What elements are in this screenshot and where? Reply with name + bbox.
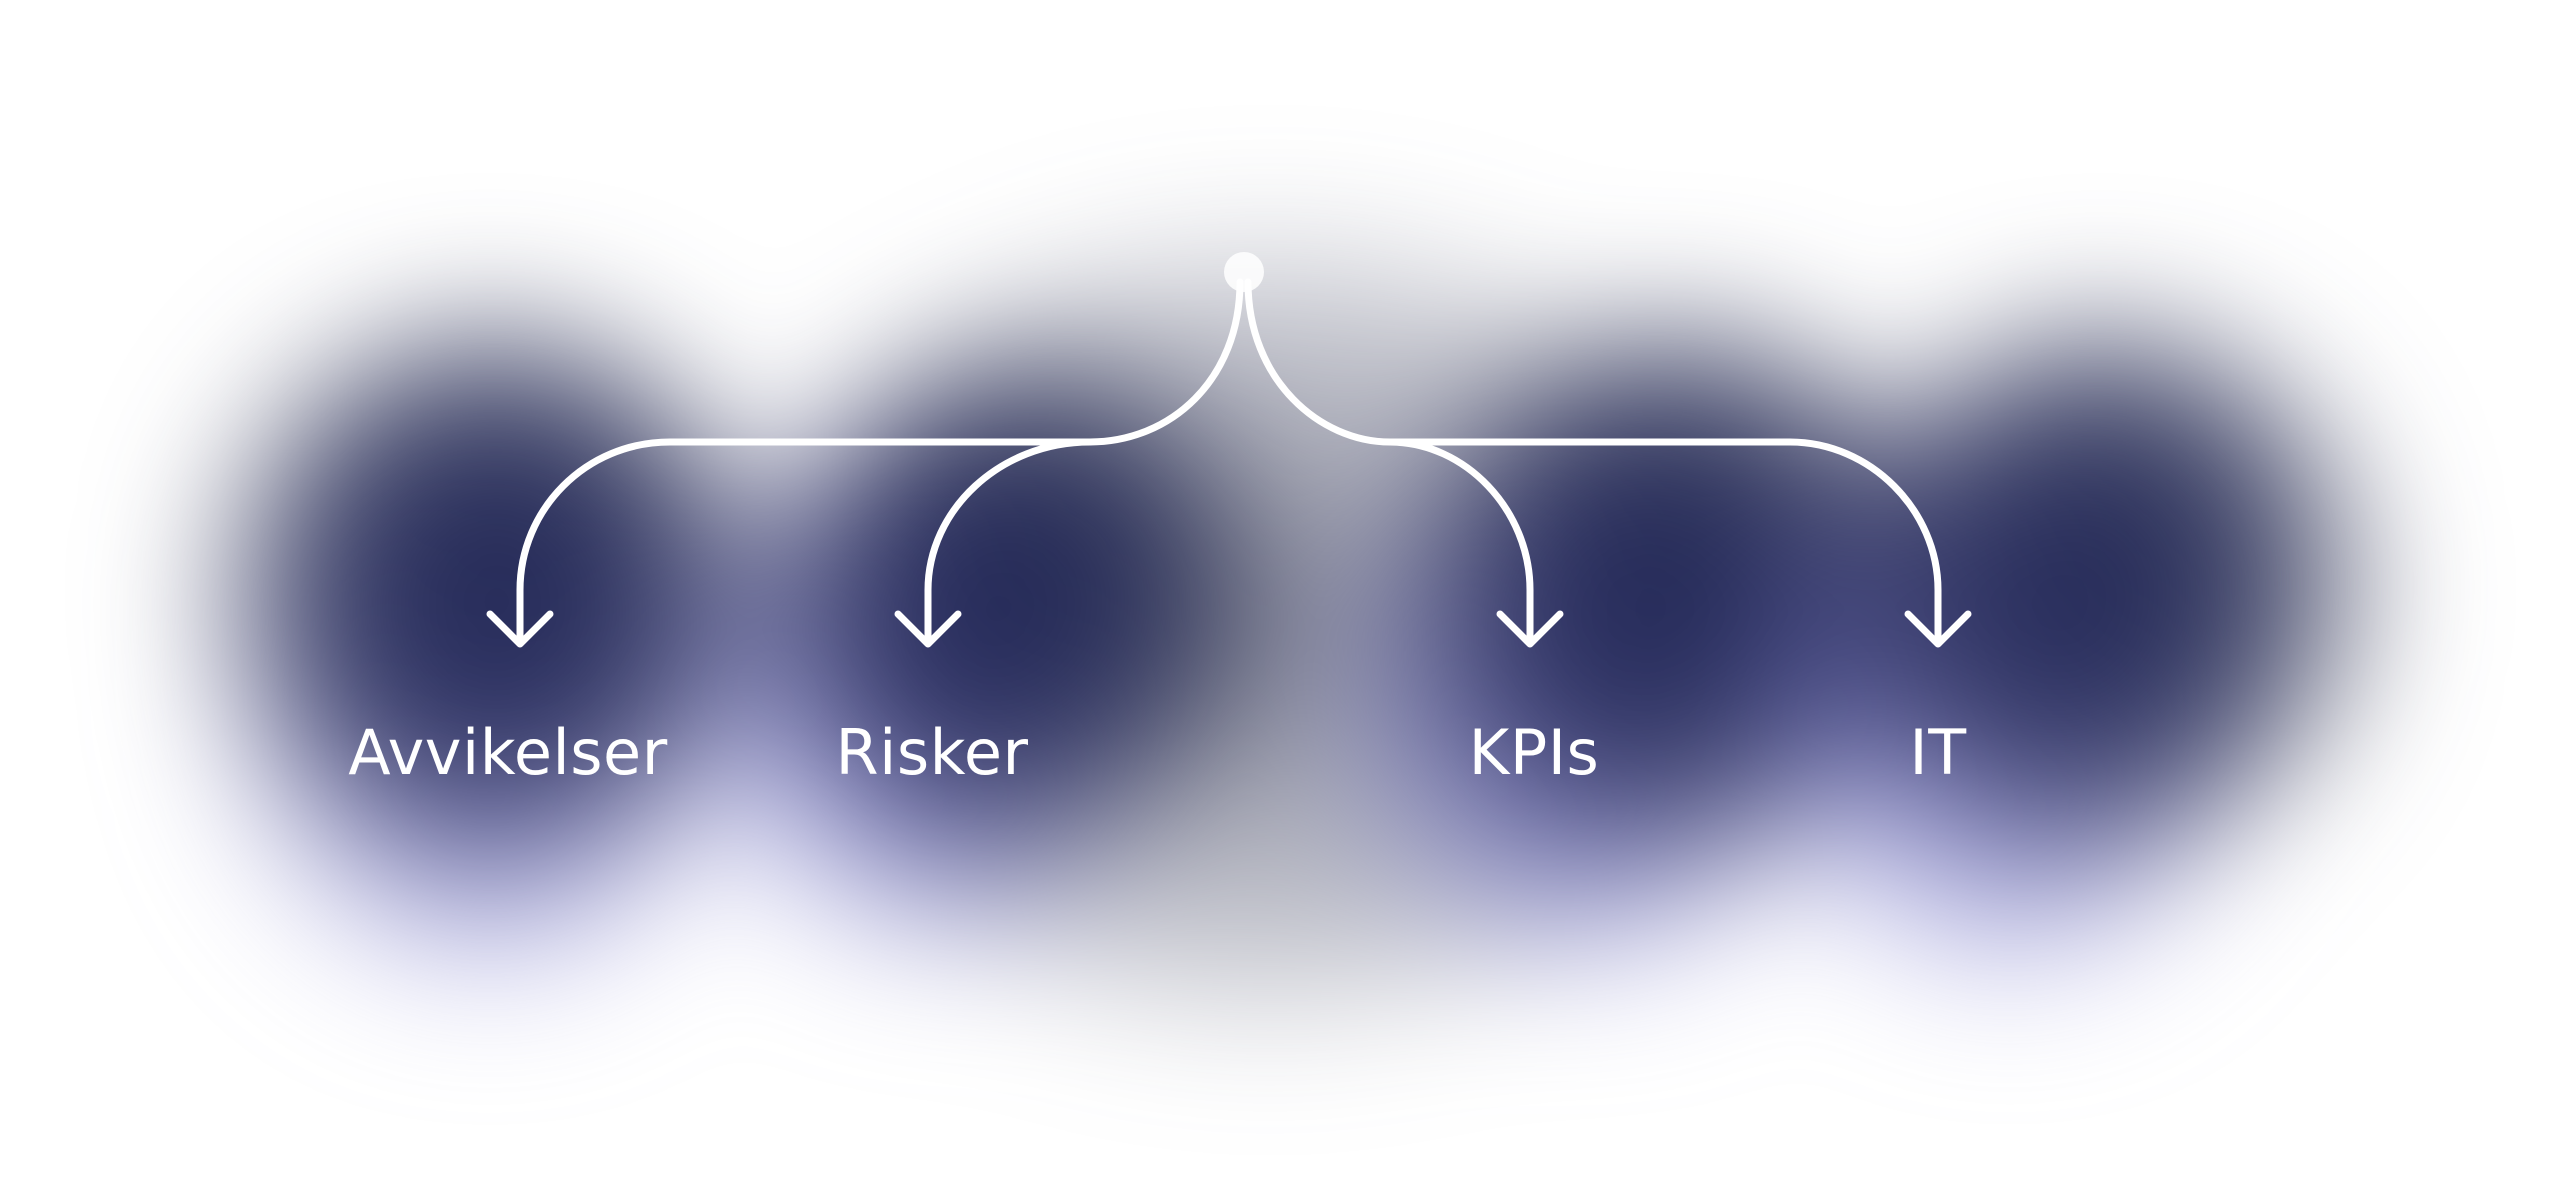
arrow-down-icon <box>1496 610 1564 648</box>
connector-risker <box>924 438 1094 646</box>
root-node <box>1224 252 1264 292</box>
connector-it <box>1386 438 1942 646</box>
arrow-down-icon <box>894 610 962 648</box>
arrow-down-icon <box>486 610 554 648</box>
branch-label-risker: Risker <box>835 716 1029 789</box>
glow-dark-4 <box>1840 330 2360 850</box>
branch-label-kpis: KPIs <box>1468 716 1600 789</box>
arrow-down-icon <box>1904 610 1972 648</box>
branch-label-it: IT <box>1909 716 1967 789</box>
glow-dark-1 <box>220 330 760 850</box>
branch-label-avvikelser: Avvikelser <box>348 716 668 789</box>
connector-kpis <box>1244 278 1534 646</box>
connector-avvikelser <box>516 278 1244 646</box>
